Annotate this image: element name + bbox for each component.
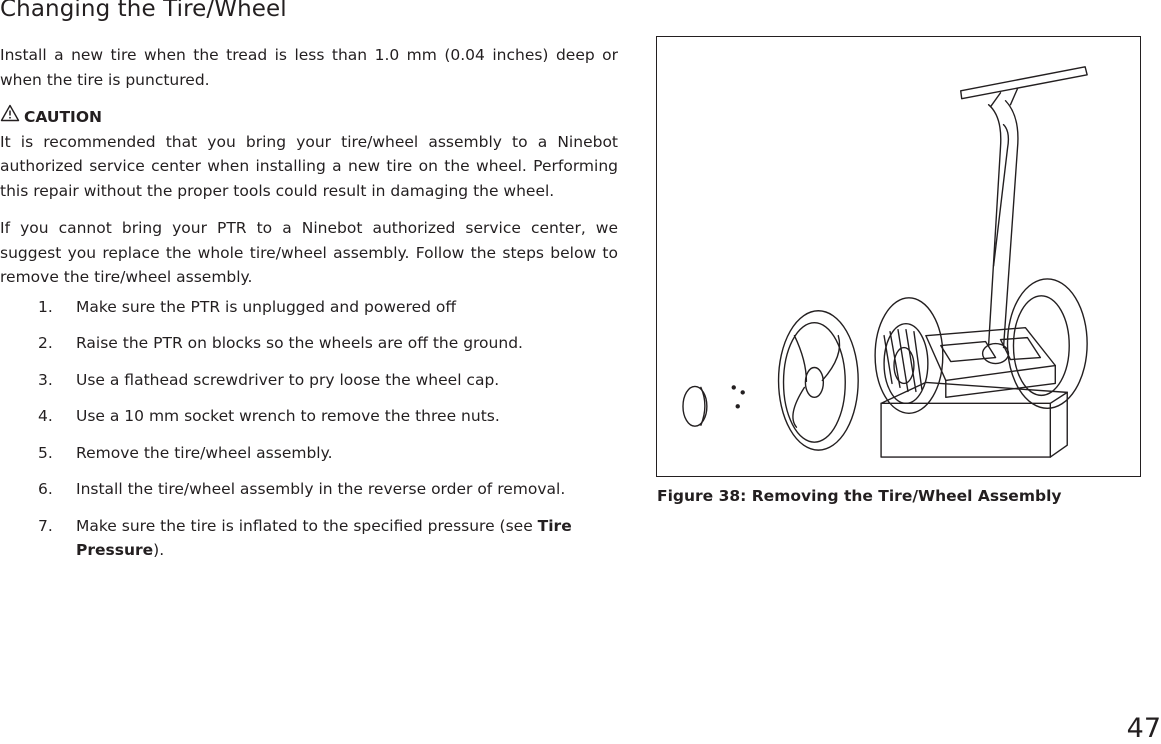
service-center-paragraph: If you cannot bring your PTR to a Ninebo… <box>0 219 618 286</box>
caution-body: It is recommended that you bring your ti… <box>0 132 618 200</box>
list-item: 3. Use a flathead screwdriver to pry loos… <box>0 368 618 393</box>
step-number: 7. <box>38 516 53 535</box>
intro-paragraph: Install a new tire when the tread is les… <box>0 46 618 89</box>
list-item: 2. Raise the PTR on blocks so the wheels … <box>0 331 618 356</box>
handlebar <box>960 66 1088 100</box>
page-number: 47 <box>1126 713 1161 744</box>
tire-pressure-link[interactable]: Tire Pressure <box>76 516 572 560</box>
step-text: Use a flathead screwdriver to pry loose … <box>76 370 500 389</box>
list-item: 4. Use a 10 mm socket wrench to remove th… <box>0 404 618 429</box>
figure-frame <box>656 36 1141 477</box>
wheel-cap <box>682 385 708 427</box>
support-block <box>880 402 1052 458</box>
step-number: 5. <box>38 443 53 462</box>
step-text-end: ). <box>153 541 165 559</box>
step-text: Install the tire/wheel assembly in the r… <box>76 480 566 498</box>
warning-triangle-icon <box>0 104 20 130</box>
steering-column <box>987 103 1002 347</box>
left-hub <box>874 297 944 414</box>
nuts <box>731 385 745 409</box>
right-wheel <box>1006 278 1088 410</box>
step-number: 1. <box>38 297 53 316</box>
text-column: Install a new tire when the tread is les… <box>0 43 618 575</box>
steps-list: 1. Make sure the PTR is unplugged and pow… <box>0 295 618 563</box>
step-text: Make sure the PTR is unplugged and power… <box>76 297 457 316</box>
list-item: 6. Install the tire/wheel assembly in the… <box>0 477 618 502</box>
page-heading: Changing the Tire/Wheel <box>0 0 287 22</box>
list-item: 7. Make sure the tire is inflated to the … <box>0 514 618 563</box>
step-number: 6. <box>38 480 53 498</box>
step-number: 2. <box>38 334 53 352</box>
list-item: 1. Make sure the PTR is unplugged and pow… <box>0 295 618 320</box>
step-number: 3. <box>38 370 53 389</box>
caution-heading: CAUTION <box>0 104 618 130</box>
caution-title: CAUTION <box>24 107 102 126</box>
ptr-wheel-removal-illustration <box>682 66 1088 458</box>
step-number: 4. <box>38 407 53 425</box>
step-text: Remove the tire/wheel assembly. <box>76 443 333 462</box>
list-item: 5. Remove the tire/wheel assembly. <box>0 441 618 466</box>
figure-caption: Figure 38: Removing the Tire/Wheel Assem… <box>657 487 1062 505</box>
step-text: Use a 10 mm socket wrench to remove the … <box>76 407 500 425</box>
detached-wheel <box>777 310 859 451</box>
step-text: Make sure the tire is inflated to the sp… <box>76 516 538 535</box>
step-text: Raise the PTR on blocks so the wheels ar… <box>76 334 523 352</box>
